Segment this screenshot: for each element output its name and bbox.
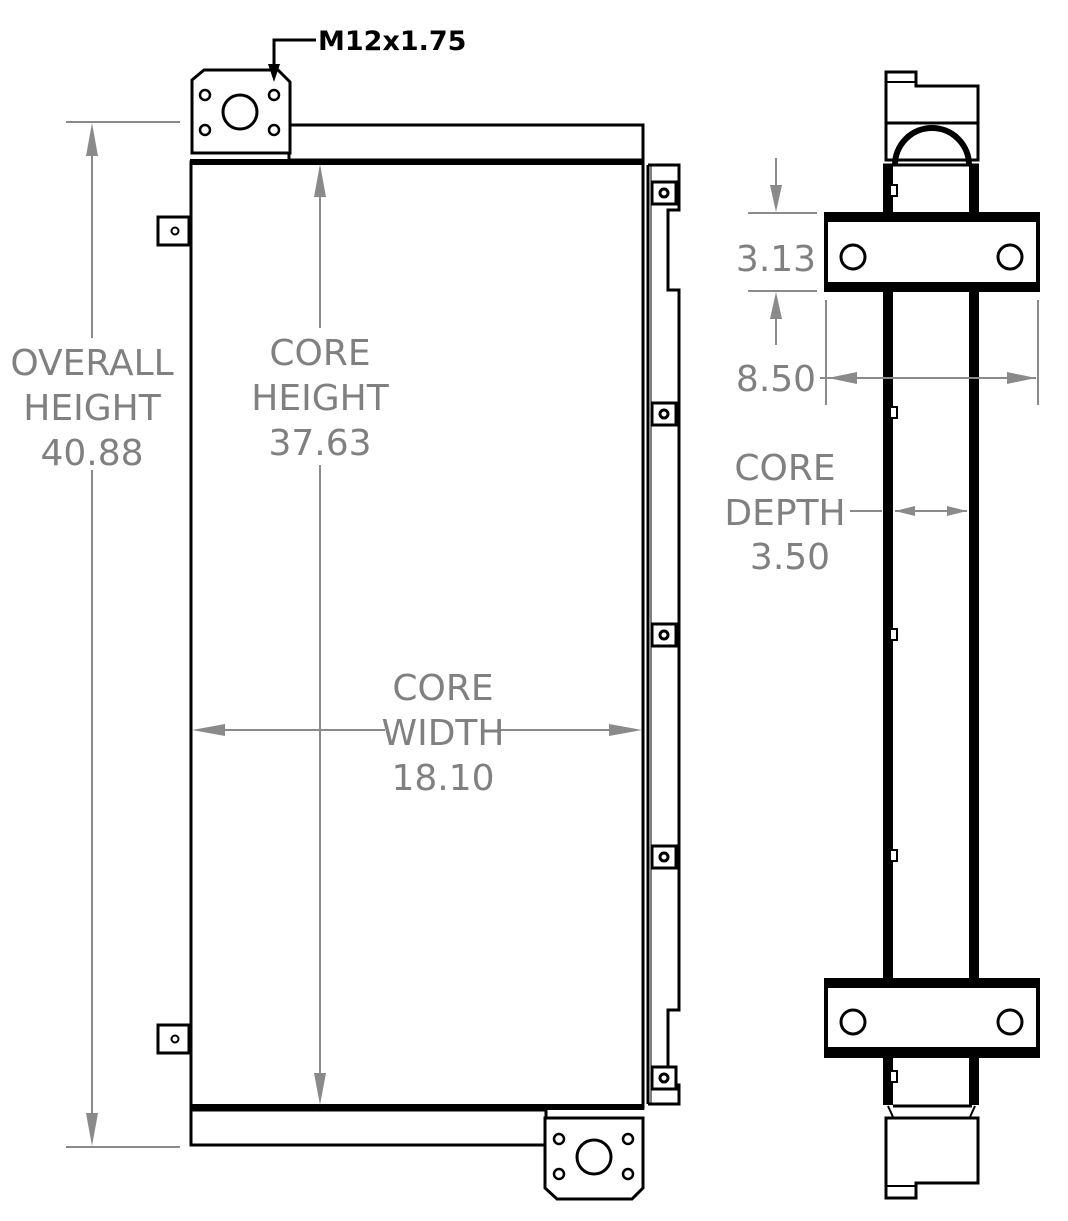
rail-bolt xyxy=(650,180,678,206)
side-rail xyxy=(646,163,681,1106)
bracket-height-value: 3.13 xyxy=(736,239,816,280)
top-tank xyxy=(287,123,645,162)
bottom-flange xyxy=(543,1116,645,1201)
thread-callout: M12x1.75 xyxy=(268,26,466,82)
rail-bolt xyxy=(650,1065,678,1091)
bottom-tank-cap xyxy=(884,1104,980,1200)
side-tab xyxy=(889,1070,898,1083)
core-height-label-2: HEIGHT xyxy=(251,378,389,419)
left-tab-top xyxy=(156,215,191,247)
overall-height-dimension: OVERALL HEIGHT 40.88 xyxy=(10,121,180,1148)
core-depth-dimension: CORE DEPTH 3.50 xyxy=(724,448,967,578)
rail-bolt xyxy=(650,844,678,870)
rail-bolt xyxy=(650,622,678,648)
top-mounting-bracket xyxy=(824,212,1040,292)
core-width-value: 18.10 xyxy=(391,758,494,799)
core-depth-label-1: CORE xyxy=(734,448,835,489)
core-side-right xyxy=(969,165,979,1105)
overall-height-label-1: OVERALL xyxy=(10,343,173,384)
side-tab xyxy=(889,406,898,419)
core-width-dimension: CORE WIDTH 18.10 xyxy=(192,668,642,799)
top-tank-cap xyxy=(884,70,980,166)
bottom-mounting-bracket xyxy=(824,978,1040,1058)
thread-callout-text: M12x1.75 xyxy=(318,26,466,57)
bracket-height-dimension: 3.13 xyxy=(736,158,817,345)
core-height-label-1: CORE xyxy=(269,333,370,374)
side-tab xyxy=(889,628,898,641)
side-tab xyxy=(889,184,898,197)
core-depth-value: 3.50 xyxy=(750,537,830,578)
core-height-dimension: CORE HEIGHT 37.63 xyxy=(251,164,390,1105)
side-tab xyxy=(889,849,898,862)
left-tab-bottom xyxy=(156,1023,191,1055)
top-flange xyxy=(190,68,292,155)
bracket-width-value: 8.50 xyxy=(736,359,816,400)
core-outline xyxy=(189,160,645,1110)
bottom-tank xyxy=(189,1108,548,1147)
overall-height-value: 40.88 xyxy=(40,433,143,474)
rail-bolt xyxy=(650,401,678,427)
core-height-value: 37.63 xyxy=(268,423,371,464)
core-side-left xyxy=(883,165,893,1105)
overall-height-label-2: HEIGHT xyxy=(23,388,161,429)
core-width-label-1: CORE xyxy=(392,668,493,709)
front-view: M12x1.75 OVERALL HEIGHT 40.88 CORE HEIGH… xyxy=(10,26,681,1201)
core-depth-label-2: DEPTH xyxy=(724,493,845,534)
bracket-width-dimension: 8.50 xyxy=(736,300,1039,405)
side-view: 3.13 8.50 CORE DEPTH 3.50 xyxy=(724,70,1040,1200)
core-width-label-2: WIDTH xyxy=(382,713,505,754)
